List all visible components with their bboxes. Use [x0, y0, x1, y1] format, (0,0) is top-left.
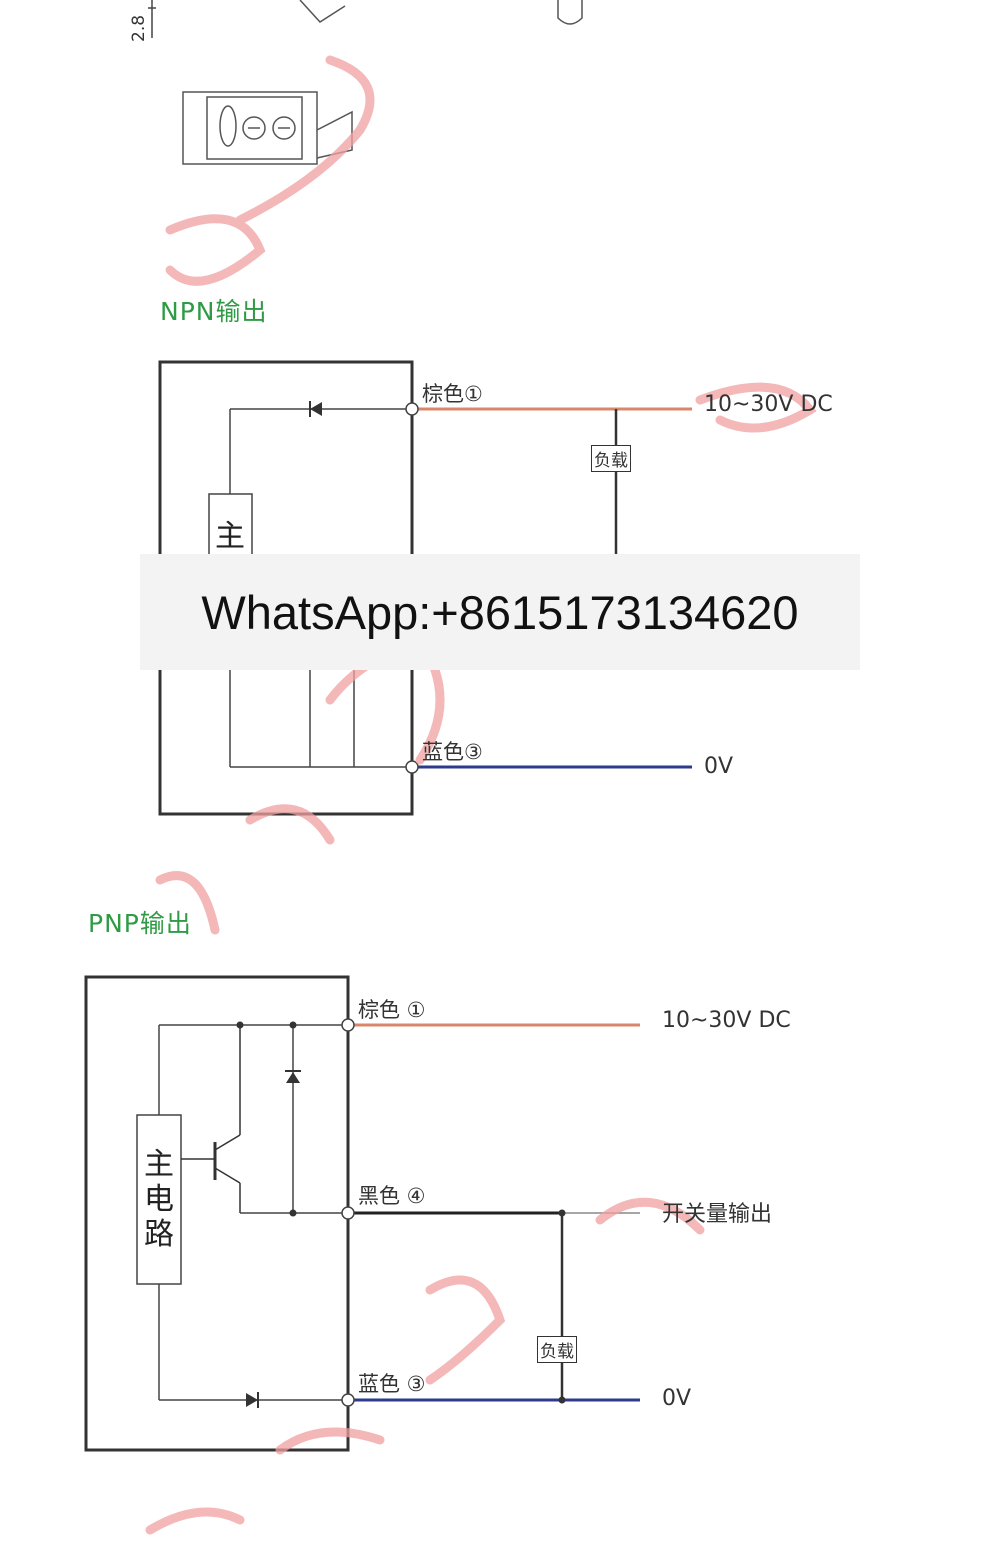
pnp-main-circuit-box — [136, 1114, 182, 1285]
pnp-black-label: 黑色 ④ — [358, 1184, 426, 1208]
pnp-main-circuit-char-1: 主 — [144, 1147, 174, 1182]
pnp-zener-diode-icon — [286, 1072, 300, 1083]
npn-main-circuit-box — [208, 493, 253, 565]
watermark — [145, 55, 817, 1535]
npn-diode-icon — [310, 402, 322, 416]
dimension-mark — [148, 0, 156, 38]
pnp-transistor-icon — [181, 1025, 241, 1213]
pnp-switch-output-label: 开关量输出 — [662, 1202, 773, 1227]
npn-brown-label: 棕色① — [422, 382, 483, 406]
pnp-main-circuit-char-3: 路 — [144, 1217, 174, 1252]
pnp-load-label: 负载 — [537, 1336, 577, 1363]
pnp-main-circuit-char-2: 电 — [144, 1182, 174, 1217]
npn-title: NPN输出 — [160, 297, 268, 326]
whatsapp-banner: WhatsApp:+8615173134620 — [140, 554, 860, 670]
pnp-brown-label: 棕色 ① — [358, 998, 426, 1022]
npn-voltage-label: 10~30V DC — [704, 392, 833, 417]
top-connector-outline — [557, 0, 583, 25]
npn-main-circuit-label: 主 — [215, 519, 245, 554]
pnp-blue-label: 蓝色 ③ — [358, 1372, 426, 1396]
pnp-ground-label: 0V — [662, 1386, 692, 1411]
pnp-title: PNP输出 — [88, 909, 192, 938]
npn-ground-label: 0V — [704, 754, 734, 779]
dimension-label: 2.8 — [129, 14, 149, 42]
npn-load-label: 负载 — [591, 445, 631, 472]
npn-blue-label: 蓝色③ — [422, 740, 483, 764]
top-part-outline — [299, 0, 346, 23]
pnp-diode-icon — [246, 1393, 258, 1407]
whatsapp-text: WhatsApp:+8615173134620 — [201, 585, 799, 639]
pnp-circuit — [84, 975, 640, 1452]
pnp-voltage-label: 10~30V DC — [662, 1008, 791, 1033]
sensor-body-drawing — [182, 91, 353, 165]
